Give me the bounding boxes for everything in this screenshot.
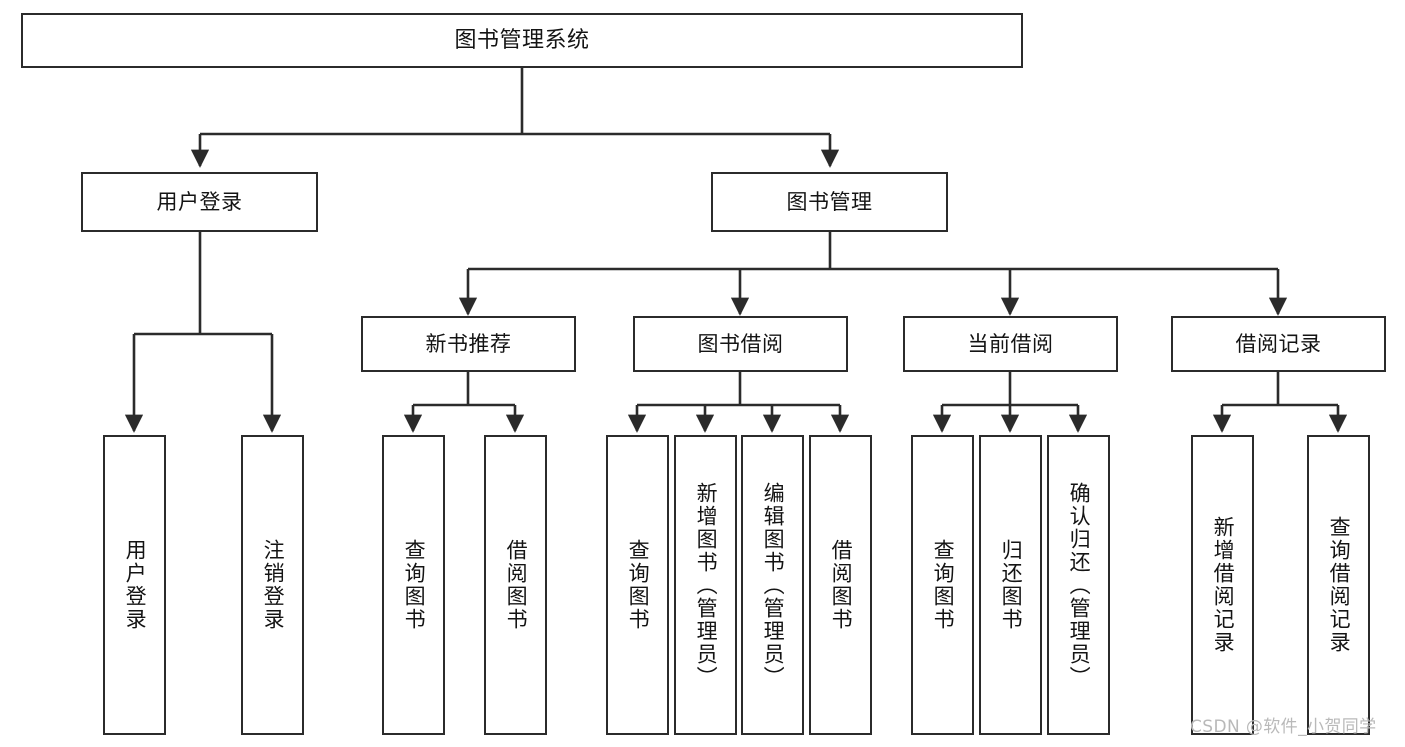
node-leaf-borrow-book-recommend-label: 借阅图书 [504, 539, 529, 631]
node-leaf-query-book-borrow[interactable]: 查询图书 [606, 435, 669, 735]
node-book-borrow[interactable]: 图书借阅 [633, 316, 848, 372]
node-leaf-add-borrow-record-label: 新增借阅记录 [1211, 516, 1236, 654]
node-leaf-add-borrow-record[interactable]: 新增借阅记录 [1191, 435, 1254, 735]
node-leaf-query-book-current[interactable]: 查询图书 [911, 435, 974, 735]
node-leaf-logout[interactable]: 注销登录 [241, 435, 304, 735]
node-user-login-label: 用户登录 [156, 189, 243, 214]
node-book-management[interactable]: 图书管理 [711, 172, 948, 232]
node-new-book-recommend-label: 新书推荐 [425, 331, 512, 356]
node-borrow-record-label: 借阅记录 [1235, 331, 1322, 356]
node-leaf-borrow-book-recommend[interactable]: 借阅图书 [484, 435, 547, 735]
node-leaf-user-login-label: 用户登录 [123, 539, 148, 631]
node-leaf-confirm-return-admin[interactable]: 确认归还（管理员） [1047, 435, 1110, 735]
node-leaf-query-borrow-record-label: 查询借阅记录 [1327, 516, 1352, 654]
node-leaf-edit-book-admin-label: 编辑图书（管理员） [761, 481, 786, 689]
node-leaf-query-book-current-label: 查询图书 [931, 539, 956, 631]
node-leaf-query-book-recommend-label: 查询图书 [402, 539, 427, 631]
node-leaf-query-borrow-record[interactable]: 查询借阅记录 [1307, 435, 1370, 735]
node-root[interactable]: 图书管理系统 [21, 13, 1023, 68]
node-new-book-recommend[interactable]: 新书推荐 [361, 316, 576, 372]
node-leaf-borrow-book-label: 借阅图书 [829, 539, 854, 631]
node-leaf-return-book-label: 归还图书 [999, 539, 1024, 631]
node-leaf-logout-label: 注销登录 [261, 539, 286, 631]
watermark: CSDN @软件_小贺同学 [1190, 717, 1377, 737]
node-book-borrow-label: 图书借阅 [697, 331, 784, 356]
node-leaf-add-book-admin-label: 新增图书（管理员） [694, 481, 719, 689]
node-leaf-query-book-borrow-label: 查询图书 [626, 539, 651, 631]
node-current-borrow[interactable]: 当前借阅 [903, 316, 1118, 372]
node-leaf-add-book-admin[interactable]: 新增图书（管理员） [674, 435, 737, 735]
node-leaf-edit-book-admin[interactable]: 编辑图书（管理员） [741, 435, 804, 735]
node-leaf-user-login[interactable]: 用户登录 [103, 435, 166, 735]
node-leaf-query-book-recommend[interactable]: 查询图书 [382, 435, 445, 735]
node-user-login[interactable]: 用户登录 [81, 172, 318, 232]
node-borrow-record[interactable]: 借阅记录 [1171, 316, 1386, 372]
node-book-management-label: 图书管理 [786, 189, 873, 214]
node-leaf-borrow-book[interactable]: 借阅图书 [809, 435, 872, 735]
node-leaf-confirm-return-admin-label: 确认归还（管理员） [1067, 481, 1092, 689]
node-leaf-return-book[interactable]: 归还图书 [979, 435, 1042, 735]
node-current-borrow-label: 当前借阅 [967, 331, 1054, 356]
node-root-label: 图书管理系统 [454, 27, 590, 53]
